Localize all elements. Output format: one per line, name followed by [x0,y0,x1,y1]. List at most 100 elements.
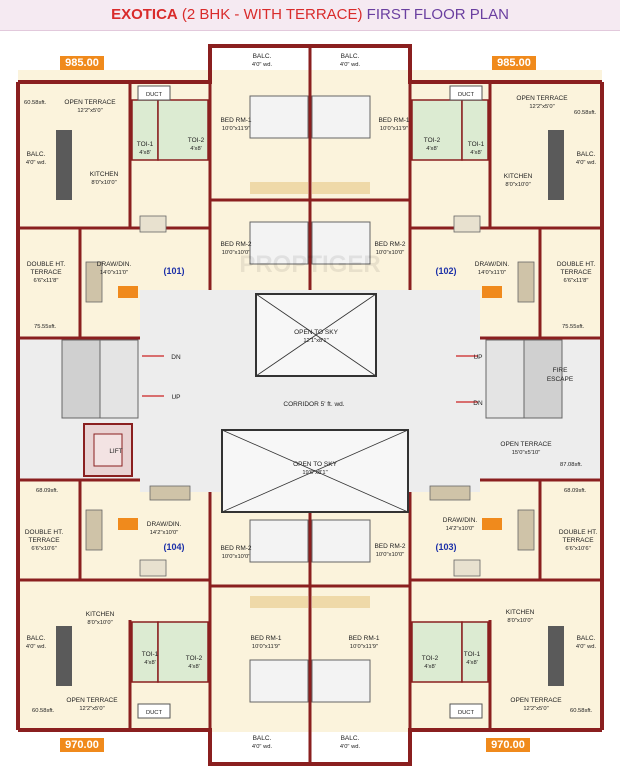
interior-walls [18,46,602,764]
bedroom2-tl-name: BED RM-2 [220,241,251,248]
dht-terrace-tl-dim: 6'6"x11'8" [34,278,59,284]
duct-br-label: DUCT [458,710,475,716]
open-terrace-mid-area: 87.08sft. [560,462,583,468]
toilet2-br-name: TOI-2 [422,655,439,662]
drawing-br-name: DRAW/DIN. [443,517,478,524]
dining-tables [139,215,481,577]
toilet1-br-dim: 4'x8' [466,660,478,666]
terrace-tl-area: 60.58sft. [24,100,47,106]
dht-terrace-bl-area: 68.09sft. [36,488,59,494]
area-top-right: 985.00 [497,57,531,69]
toilet2-bl-dim: 4'x8' [188,664,200,670]
open-terrace-mid-dim: 15'0"x5'10" [512,450,541,456]
bedroom1-bl-name: BED RM-1 [250,635,281,642]
kitchen-tr-dim: 8'0"x10'0" [505,182,530,188]
toilet1-tl-name: TOI-1 [137,141,154,148]
duct-tr [449,85,483,101]
duct-tl-label: DUCT [146,92,163,98]
area-badge-bottom-right [486,738,530,752]
kitchen-tl-name: KITCHEN [90,171,119,178]
terrace-bl-dim: 12'2"x5'0" [79,706,104,712]
bedroom1-bl-dim: 10'0"x11'9" [252,644,280,650]
balcony-side-tl-dim: 4'0" wd. [26,160,47,166]
balcony-bottom-right-name: BALC. [341,735,360,742]
fire-escape-line1: FIRE [553,367,568,374]
fire-escape-line2: ESCAPE [547,376,574,383]
toilet1-tr-dim: 4'x8' [470,150,482,156]
bedroom2-tl-dim: 10'0"x10'0" [222,250,251,256]
bedroom1-br-dim: 10'0"x11'9" [350,644,378,650]
area-bottom-right: 970.00 [491,739,525,751]
unit-101-label: (101) [163,266,184,276]
beds [249,95,371,703]
kitchen-counter-tr [548,130,564,200]
balcony-side-br-name: BALC. [577,635,596,642]
toilet-2-tl [157,99,209,161]
toilet2-tr-name: TOI-2 [424,137,441,144]
kitchen-bl-name: KITCHEN [86,611,115,618]
terrace-tl-name: OPEN TERRACE [64,99,116,106]
stairs-right-down-label: DN [473,400,483,407]
sofas [85,261,535,551]
dht-terrace-bl-name1: DOUBLE HT. [25,529,63,536]
drawing-tl-dim: 14'0"x11'0" [100,270,128,276]
drawing-br-dim: 14'2"x10'0" [446,526,475,532]
wardrobes [250,182,370,608]
stair-arrows [142,355,478,403]
dht-terrace-tr-area: 75.55sft. [562,324,585,330]
dht-terrace-tl-name1: DOUBLE HT. [27,261,65,268]
stairs-right-up-label: UP [473,354,482,361]
dht-terrace-tr-dim: 6'6"x11'8" [564,278,589,284]
stairs-left [61,339,139,419]
bedroom2-tr-name: BED RM-2 [374,241,405,248]
stairs-right [485,339,563,419]
open-to-sky-crosses [221,293,409,513]
terrace-tr-name: OPEN TERRACE [516,95,568,102]
balcony-top-left-dim: 4'0" wd. [252,62,273,68]
bedroom2-bl-name: BED RM-2 [220,545,251,552]
toilet-1-br [461,621,489,683]
kitchen-counter-tl [56,130,72,200]
balcony-bottom-right-dim: 4'0" wd. [340,744,361,750]
toilet2-tl-name: TOI-2 [188,137,205,144]
dht-terrace-tr-name1: DOUBLE HT. [557,261,595,268]
stairs-left-up-label: UP [171,394,180,401]
balcony-side-bl-dim: 4'0" wd. [26,644,47,650]
terrace-tl-dim: 12'2"x5'0" [77,108,102,114]
dht-terrace-br-name2: TERRACE [562,537,594,544]
rugs [118,286,502,530]
balcony-side-br-dim: 4'0" wd. [576,644,597,650]
drawing-tr-dim: 14'0"x11'0" [478,270,506,276]
area-top-left: 985.00 [65,57,99,69]
kitchen-counter-bl [56,626,72,686]
duct-tl [137,85,171,101]
lift-label: LIFT [109,448,122,455]
kitchen-counter-br [548,626,564,686]
toilet2-br-dim: 4'x8' [424,664,436,670]
bedroom2-br-dim: 10'0"x10'0" [376,552,405,558]
area-badge-bottom-left [60,738,104,752]
open-to-sky-top-name: OPEN TO SKY [294,329,338,336]
area-badge-top-right [492,56,536,70]
bedroom2-tr-dim: 10'0"x10'0" [376,250,405,256]
drawing-tl-name: DRAW/DIN. [97,261,132,268]
toilet1-tl-dim: 4'x8' [139,150,151,156]
balcony-side-bl-name: BALC. [27,635,46,642]
kitchen-tl-dim: 8'0"x10'0" [91,180,116,186]
bedroom1-tr-dim: 10'0"x11'9" [380,126,408,132]
dht-terrace-tr-name2: TERRACE [560,269,592,276]
balcony-side-tr-name: BALC. [577,151,596,158]
unit-102-label: (102) [435,266,456,276]
kitchen-tr-name: KITCHEN [504,173,533,180]
bedroom1-br-name: BED RM-1 [348,635,379,642]
toilet2-tr-dim: 4'x8' [426,146,438,152]
duct-tr-label: DUCT [458,92,475,98]
bedroom2-bl-dim: 10'0"x10'0" [222,554,251,560]
balcony-bottom-left-dim: 4'0" wd. [252,744,273,750]
toilet1-bl-name: TOI-1 [142,651,159,658]
unit-103-label: (103) [435,542,456,552]
corridor-label: CORRIDOR 5' ft. wd. [283,401,344,408]
terrace-br-area: 60.58sft. [570,708,593,714]
area-badge-top-left [60,56,104,70]
terrace-tr-dim: 12'2"x5'0" [529,104,554,110]
